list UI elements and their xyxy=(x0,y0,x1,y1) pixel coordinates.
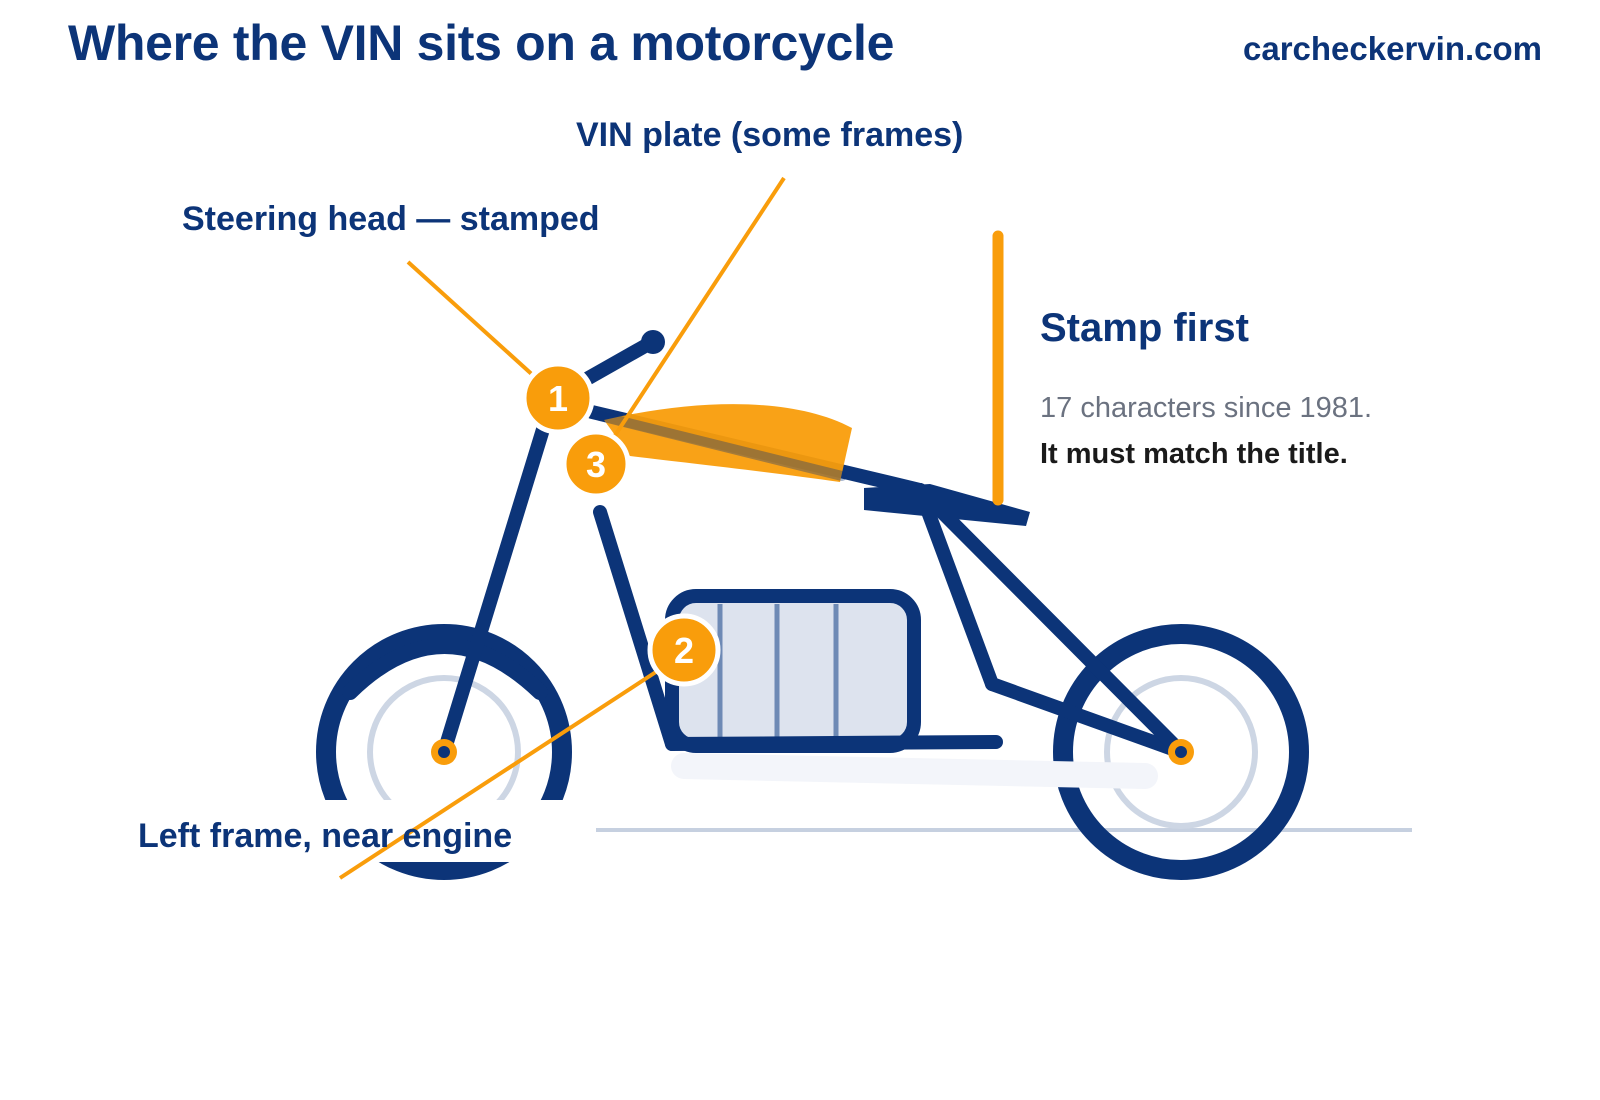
callout-left-frame: Left frame, near engine xyxy=(138,817,513,855)
seat xyxy=(864,484,1030,526)
marker-2-label: 2 xyxy=(674,630,694,671)
front-axle-center xyxy=(438,746,450,758)
fuel-tank xyxy=(604,404,852,482)
front-wheel xyxy=(316,624,572,880)
marker-3: 3 xyxy=(561,429,631,499)
exhaust-pipe xyxy=(671,753,1158,789)
marker-1: 1 xyxy=(521,361,595,435)
marker-2: 2 xyxy=(647,613,721,687)
leader-line-left-frame xyxy=(338,666,664,880)
leader-line-steering-head xyxy=(406,260,538,380)
callout-vin-plate: VIN plate (some frames) xyxy=(576,116,964,154)
callout-steering-head: Steering head — stamped xyxy=(182,200,600,238)
label-backdrop xyxy=(130,800,570,862)
side-note-heading: Stamp first xyxy=(1040,306,1249,350)
frame-over-tank xyxy=(595,411,847,481)
side-note-line-1: 17 characters since 1981. xyxy=(1040,392,1373,424)
side-note-line-2: It must match the title. xyxy=(1040,438,1348,470)
marker-3-label: 3 xyxy=(586,444,606,485)
site-name: carcheckervin.com xyxy=(1242,30,1542,67)
leader-line-vin-plate xyxy=(610,176,786,442)
page-title: Where the VIN sits on a motorcycle xyxy=(68,15,895,71)
marker-1-label: 1 xyxy=(548,378,568,419)
rear-axle-center xyxy=(1175,746,1187,758)
handlebar-end xyxy=(641,330,665,354)
rear-wheel xyxy=(1053,624,1309,880)
